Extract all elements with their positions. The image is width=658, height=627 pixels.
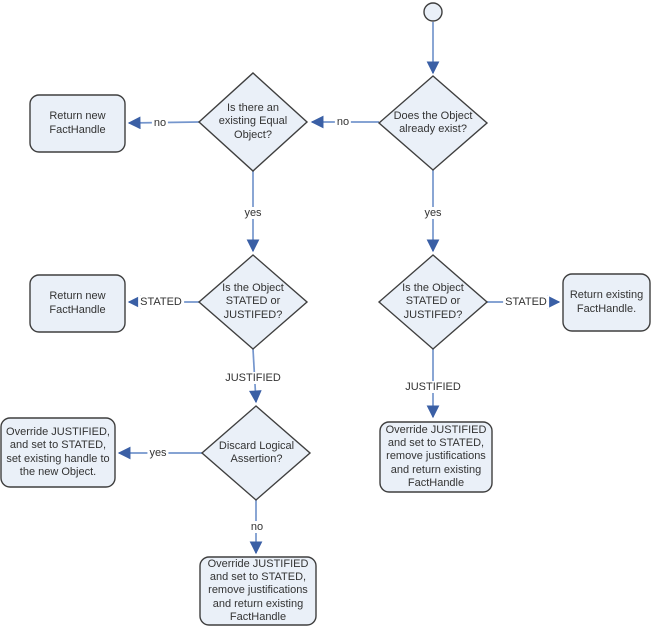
box-override-set-handle-shape xyxy=(0,417,116,488)
box-override-bottom-shape xyxy=(199,556,317,626)
decision-discard-logical-shape xyxy=(200,405,312,501)
decision-existing-equal-shape xyxy=(197,72,309,172)
connector-lines xyxy=(117,22,561,555)
box-return-existing-shape xyxy=(562,273,651,332)
box-return-new-top-shape xyxy=(29,94,126,153)
edge-equal-no xyxy=(127,116,200,130)
start-node xyxy=(423,2,443,22)
decision-object-exists-shape xyxy=(377,75,489,171)
decision-stated-right-shape xyxy=(377,254,489,350)
box-return-new-mid-shape xyxy=(29,274,126,333)
decision-stated-left-shape xyxy=(197,254,309,350)
box-override-right-shape xyxy=(379,421,493,493)
edge-justified-left xyxy=(248,348,262,404)
